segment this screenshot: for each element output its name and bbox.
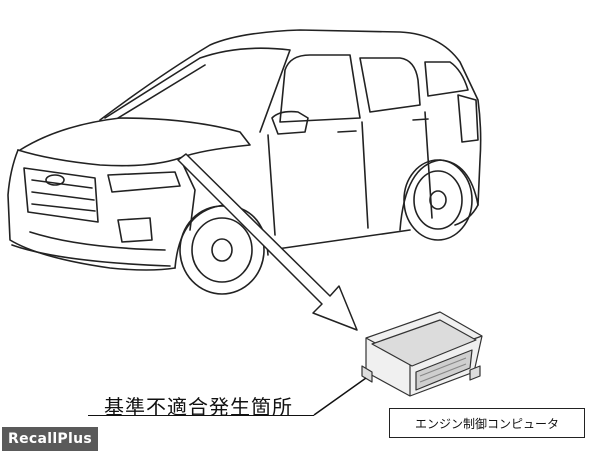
defect-label-underline [88, 415, 314, 416]
suv-line-drawing [7, 29, 482, 295]
part-name-label: エンジン制御コンピュータ [414, 416, 559, 431]
recallplus-watermark: RecallPlus [2, 427, 98, 451]
callout-arrow [177, 153, 358, 331]
label-leader-line [313, 377, 367, 416]
part-name-box: エンジン制御コンピュータ [389, 408, 585, 438]
engine-control-computer-part [361, 311, 483, 397]
